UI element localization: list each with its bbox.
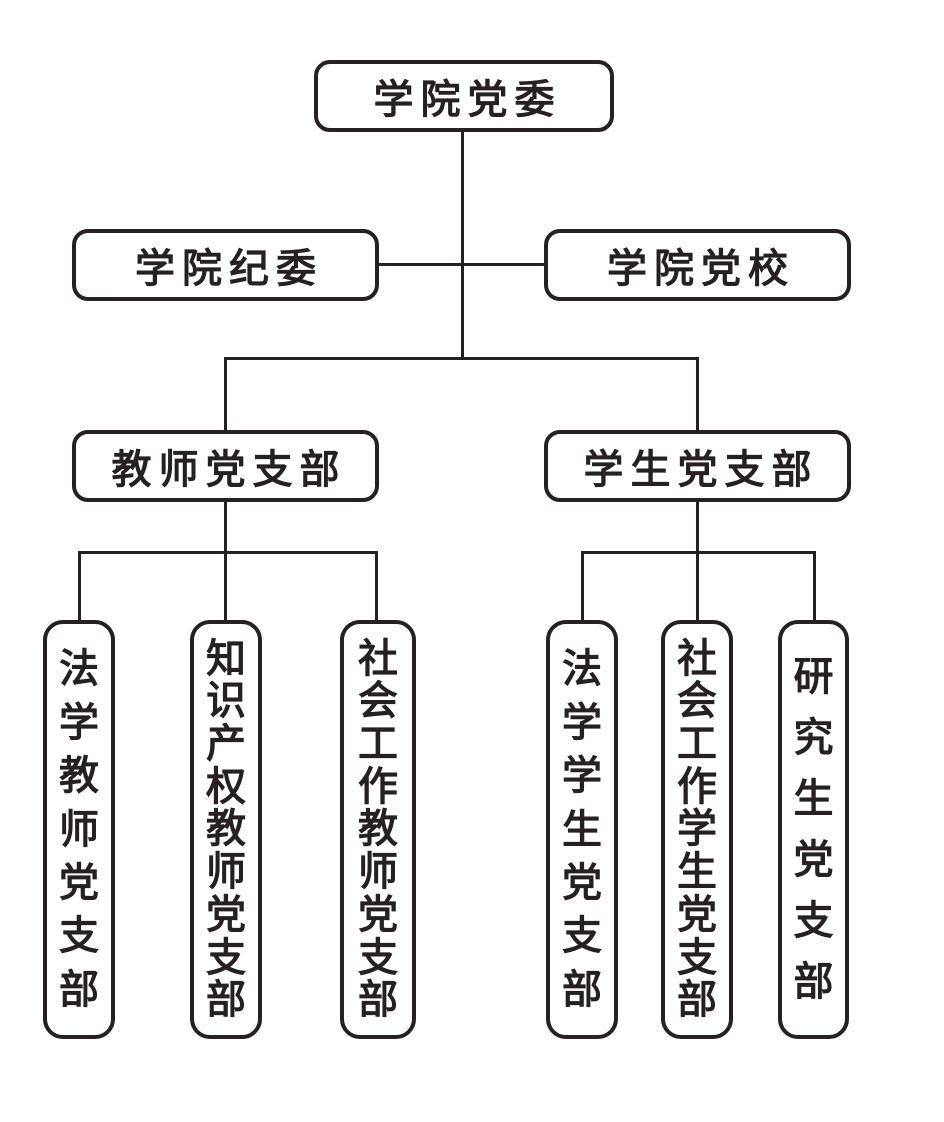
node-law-student-party-branch: 法学学生党支部 [546,620,618,1039]
node-label-char: 会 [677,677,717,725]
connector-student-children-horizontal [581,551,816,554]
node-label: 学院纪委 [135,245,323,292]
node-teacher-party-branch: 教师党支部 [72,430,379,502]
node-graduate-party-branch: 研究生党支部 [778,620,849,1039]
node-label-char: 法 [59,645,99,693]
node-label-char: 生 [793,775,834,822]
node-label-char: 学 [562,698,602,746]
node-label: 学生党支部 [583,446,819,493]
connector-drop-socialwork-teacher [375,553,378,621]
node-label-char: 部 [206,976,246,1024]
node-socialwork-student-party-branch: 社会工作学生党支部 [661,620,733,1039]
node-label: 教师党支部 [111,446,347,493]
node-label-char: 部 [562,965,602,1013]
node-label-char: 党 [59,858,99,906]
node-label-char: 支 [793,897,834,944]
node-label-char: 党 [793,836,834,883]
node-label-char: 教 [206,805,246,853]
connector-teacher-branch-in [224,359,227,431]
node-label-char: 党 [677,890,717,938]
node-label-char: 支 [677,933,717,981]
node-label-char: 党 [562,858,602,906]
node-label-char: 党 [358,890,398,938]
node-label-char: 支 [206,933,246,981]
node-label-char: 学 [677,805,717,853]
connector-drop-graduate [813,553,816,621]
node-label-char: 作 [358,762,398,810]
node-label-char: 学 [562,752,602,800]
node-label-char: 支 [562,912,602,960]
node-label-char: 支 [358,933,398,981]
connector-drop-socialwork-student [696,553,699,621]
connector-drop-law-student [581,553,584,621]
node-label-char: 知 [206,634,246,682]
connector-drop-ip-teacher [224,553,227,621]
node-label-char: 部 [677,976,717,1024]
node-label-char: 究 [793,714,834,761]
node-label-char: 法 [562,645,602,693]
node-label-char: 教 [59,752,99,800]
node-student-party-branch: 学生党支部 [544,430,851,502]
connector-drop-law-teacher [78,553,81,621]
node-label: 学院党委 [373,76,562,123]
node-label-char: 师 [59,805,99,853]
connector-teacher-branch-out [224,501,227,553]
node-label-char: 党 [206,890,246,938]
node-label-char: 部 [358,976,398,1024]
node-label-char: 部 [59,965,99,1013]
node-label-char: 部 [793,958,834,1005]
node-label-char: 会 [358,677,398,725]
node-college-discipline-committee: 学院纪委 [72,229,379,301]
node-college-party-school: 学院党校 [544,229,851,301]
node-label-char: 支 [59,912,99,960]
connector-student-branch-out [696,501,699,553]
node-law-teacher-party-branch: 法学教师党支部 [43,620,115,1039]
node-label-char: 研 [793,653,834,700]
connector-teacher-children-horizontal [78,551,378,554]
node-college-party-committee: 学院党委 [314,60,614,132]
node-label-char: 识 [206,677,246,725]
node-label-char: 社 [358,634,398,682]
node-label-char: 教 [358,805,398,853]
node-label-char: 产 [206,720,246,768]
connector-student-branch-in [696,359,699,431]
node-label-char: 工 [677,720,717,768]
node-label-char: 学 [59,698,99,746]
connector-root-trunk [461,132,464,360]
node-label-char: 社 [677,634,717,682]
connector-secondary-horizontal [379,263,545,266]
connector-branches-horizontal [224,357,699,360]
node-label-char: 生 [562,805,602,853]
node-label-char: 师 [206,848,246,896]
node-socialwork-teacher-party-branch: 社会工作教师党支部 [340,620,416,1039]
node-label: 学院党校 [607,245,795,292]
node-label-char: 生 [677,848,717,896]
node-label-char: 师 [358,848,398,896]
node-label-char: 作 [677,762,717,810]
node-ip-teacher-party-branch: 知识产权教师党支部 [190,620,262,1039]
node-label-char: 权 [206,762,246,810]
node-label-char: 工 [358,720,398,768]
